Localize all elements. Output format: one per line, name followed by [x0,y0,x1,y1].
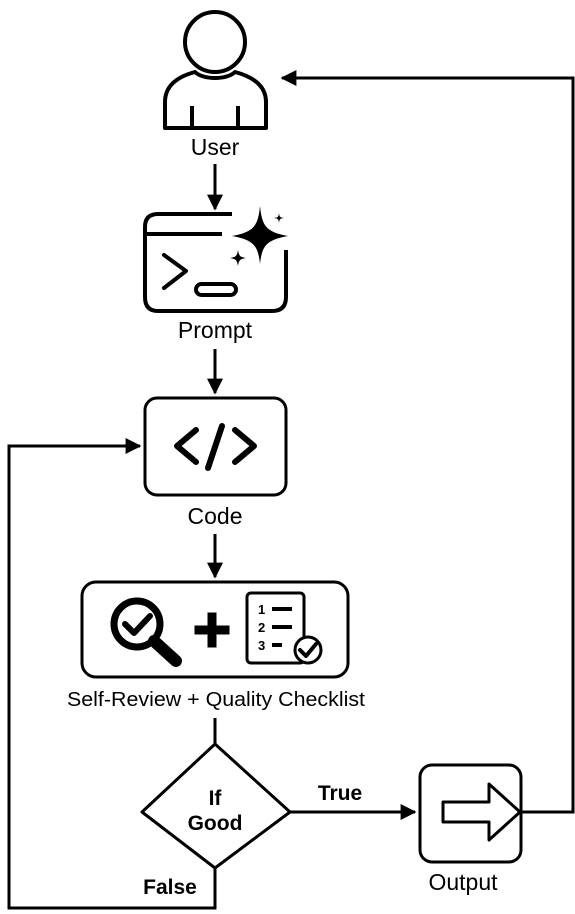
plus-icon [194,612,230,648]
false-label: False [143,876,197,899]
connectors [7,70,575,910]
person-icon [163,10,268,130]
checklist-number-1: 1 [258,602,265,617]
true-label: True [318,782,362,805]
sparkle-tiny-icon [274,213,284,223]
code-label: Code [188,503,243,529]
checklist-icon: 1 2 3 [245,591,323,665]
checklist-number-3: 3 [258,638,265,653]
terminal-sparkle-icon [143,206,288,313]
code-node: Code [143,396,288,529]
output-label: Output [428,869,498,895]
prompt-label: Prompt [178,317,253,343]
magnifier-check-icon [110,597,182,667]
decision-node: If Good [140,742,292,870]
decision-label-line1: If [209,787,223,810]
code-brackets-icon [174,423,257,471]
review-label: Self-Review + Quality Checklist [67,689,365,711]
user-node: User [163,10,268,160]
output-node: Output [418,763,523,895]
decision-label-line2: Good [188,812,243,835]
edge-decision-code [7,438,217,910]
prompt-node: Prompt [143,206,288,343]
edge-output-user [280,70,575,814]
review-node: 1 2 3 Self-Review + Quality Checklist [67,580,365,711]
checklist-number-2: 2 [258,620,265,635]
sparkle-small-icon [230,250,246,266]
arrow-right-outline-icon [441,782,522,842]
user-label: User [191,134,240,160]
sparkle-icon [232,206,288,264]
